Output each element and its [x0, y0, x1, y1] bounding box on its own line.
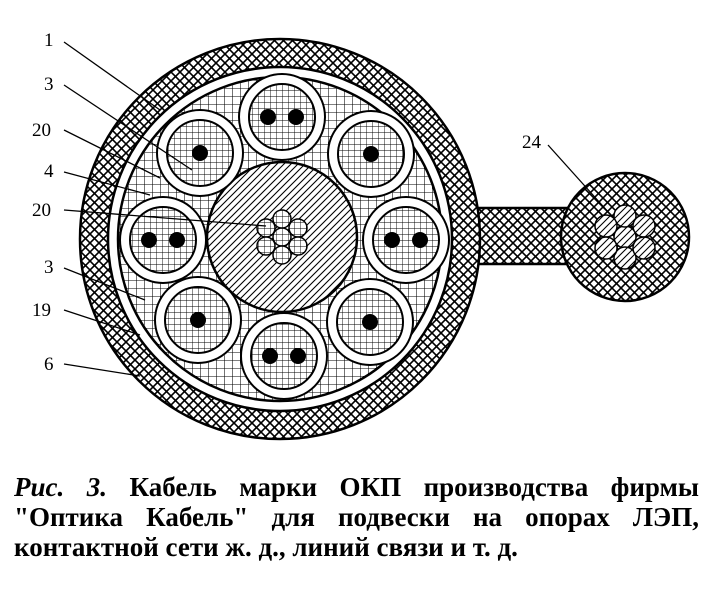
callout-label: 3: [44, 74, 54, 95]
central-fiber-bundle: [256, 209, 308, 265]
callout-label: 1: [44, 30, 54, 51]
cable-cross-section-diagram: 1 3 20 4 20 3 19 6 24: [32, 30, 691, 441]
leader-lines: [63, 41, 611, 377]
callout-label: 19: [32, 300, 51, 321]
optical-module-bottom-left: [154, 276, 242, 364]
optical-module-right: [362, 196, 450, 284]
messenger-strands: [594, 204, 656, 270]
callout-label: 20: [32, 120, 51, 141]
callout-label: 4: [44, 161, 54, 182]
callout-label: 6: [44, 354, 54, 375]
optical-module-left: [119, 196, 207, 284]
optical-module-top-left: [156, 109, 244, 197]
optical-module-bottom: [240, 312, 328, 400]
callout-label: 24: [522, 132, 542, 153]
callout-label: 3: [44, 257, 54, 278]
caption-prefix: Рис. 3.: [14, 472, 107, 502]
support-neck: [468, 206, 572, 266]
callout-label: 20: [32, 200, 51, 221]
caption-text: Кабель марки ОКП производства фирмы "Опт…: [14, 472, 699, 562]
optical-module-bottom-right: [326, 278, 414, 366]
optical-module-top-right: [327, 110, 415, 198]
optical-module-top: [238, 73, 326, 161]
figure-caption: Рис. 3. Кабель марки ОКП производства фи…: [14, 472, 699, 562]
